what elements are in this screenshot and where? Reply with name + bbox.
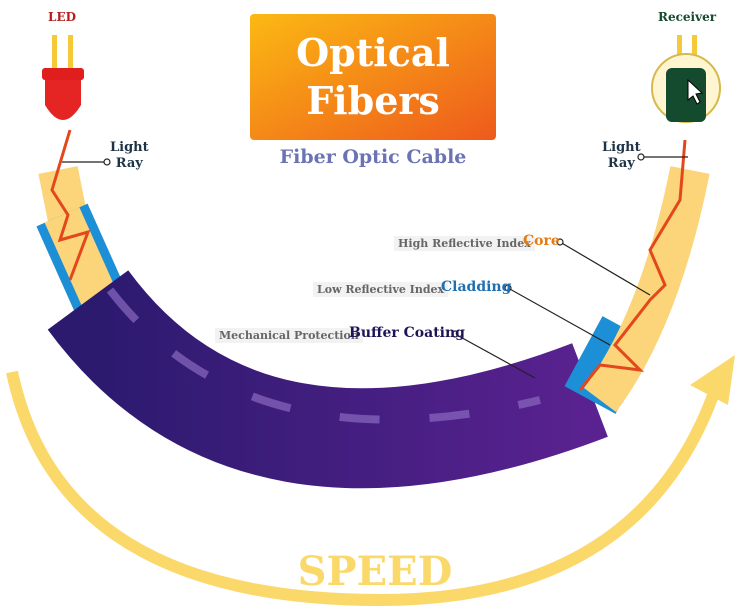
speed-arrowhead — [690, 355, 735, 405]
cladding-label: Cladding — [441, 279, 512, 295]
buffer-coating — [47, 269, 608, 489]
receiver-icon — [651, 35, 721, 123]
right-core — [583, 166, 710, 412]
light-ray-right-label: Light Ray — [602, 140, 641, 172]
speed-label: SPEED — [298, 548, 453, 595]
receiver-label: Receiver — [658, 10, 717, 24]
light-ray-left-line2: Ray — [115, 156, 143, 171]
buffer-description: Mechanical Protection — [215, 328, 363, 343]
core-description: High Reflective Index — [394, 236, 535, 251]
left-cladding-inner — [44, 207, 118, 308]
core-label: Core — [523, 233, 560, 249]
light-ray-path — [50, 129, 91, 281]
speed-arrow — [6, 370, 721, 607]
buffer-highlight — [106, 287, 541, 424]
light-ray-right-line1: Light — [602, 140, 641, 155]
title-line2: Fibers — [306, 78, 440, 123]
led-icon — [42, 35, 84, 120]
title-box — [250, 14, 496, 140]
title-line1: Optical — [296, 30, 450, 75]
light-ray-left-label: Light Ray — [110, 140, 149, 172]
cladding-description: Low Reflective Index — [313, 282, 449, 297]
buffer-label: Buffer Coating — [349, 325, 465, 341]
led-label: LED — [48, 10, 76, 24]
subtitle: Fiber Optic Cable — [279, 146, 467, 168]
leader-lines — [62, 156, 688, 379]
light-ray-path-right — [578, 139, 687, 391]
light-ray-left-line1: Light — [110, 140, 149, 155]
light-ray-right-line2: Ray — [607, 156, 635, 171]
